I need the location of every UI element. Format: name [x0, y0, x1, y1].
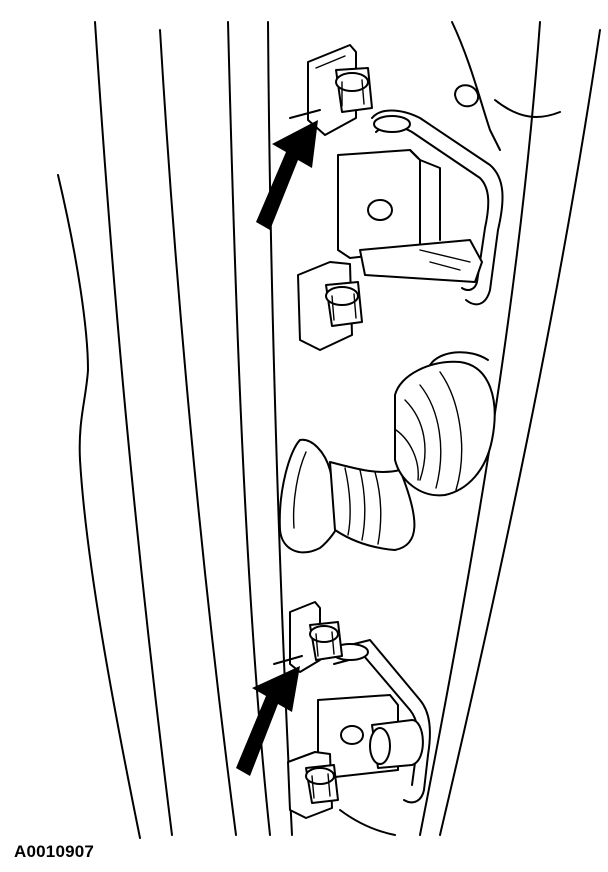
upper-contour: [451, 21, 561, 151]
upper-arrow-icon: [256, 120, 318, 230]
lower-arrow-icon: [236, 666, 300, 776]
cable-boot: [278, 351, 496, 554]
upper-bracket-assembly: [289, 44, 504, 351]
panel-outlines: [57, 21, 601, 839]
callout-arrows: [236, 120, 318, 776]
figure-id-label: A0010907: [14, 842, 95, 861]
lower-bracket-assembly: [273, 601, 431, 836]
